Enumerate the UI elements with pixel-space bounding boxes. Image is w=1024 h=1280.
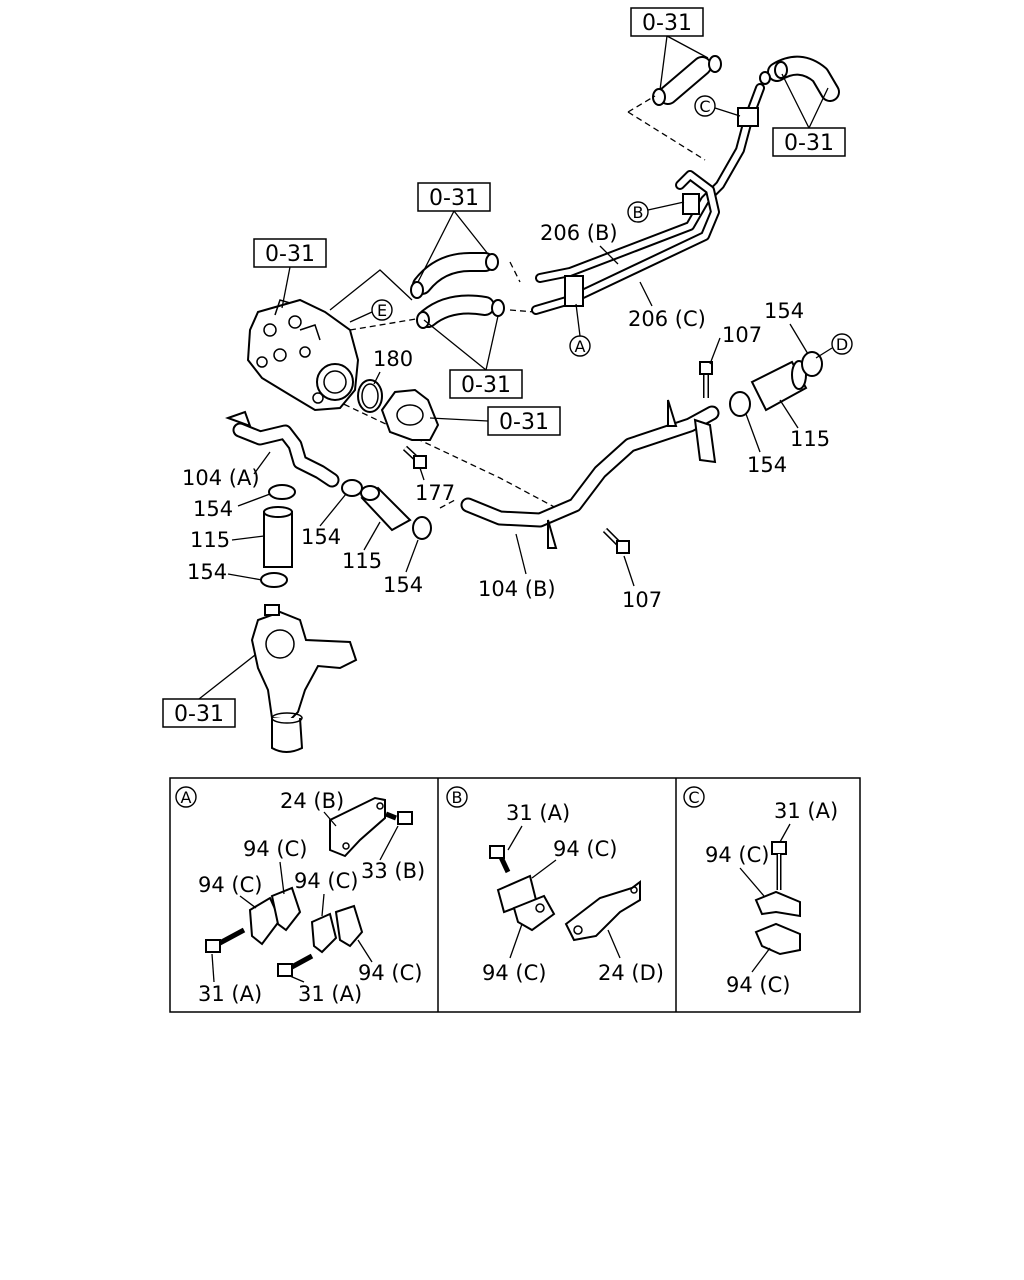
clamp-154-mid-right	[412, 516, 432, 540]
svg-text:0-31: 0-31	[461, 373, 511, 398]
bolt-107-upper	[699, 361, 713, 398]
detail-b-label-94c-top: 94 (C)	[553, 837, 617, 861]
gasket-180	[357, 379, 383, 413]
detail-a-label-31a-2: 31 (A)	[298, 982, 362, 1006]
label-104b: 104 (B)	[478, 577, 556, 601]
detail-a-label-94c-1: 94 (C)	[243, 837, 307, 861]
detail-c-label-31a: 31 (A)	[774, 799, 838, 823]
svg-text:0-31: 0-31	[784, 131, 834, 156]
pipe-104a	[225, 410, 340, 488]
lower-hose	[416, 294, 505, 329]
svg-text:C: C	[699, 97, 710, 116]
ref-box-thermostat: 0-31	[429, 406, 561, 436]
clamp-b	[682, 193, 700, 215]
detail-a-label-94c-4: 94 (C)	[358, 961, 422, 985]
detail-c-label-94c-top: 94 (C)	[705, 843, 769, 867]
hose-115-middle	[360, 485, 412, 532]
clamp-154-mid-left	[341, 479, 363, 497]
label-154-mid-left: 154	[301, 525, 341, 549]
detail-b: B 31 (A) 94 (C) 94 (C) 24 (D)	[446, 786, 664, 985]
svg-text:B: B	[633, 203, 644, 222]
svg-text:0-31: 0-31	[642, 11, 692, 36]
clamp-154-right-lower	[729, 391, 751, 417]
circle-ref-e: E	[349, 299, 393, 323]
label-104a: 104 (A)	[182, 466, 260, 490]
bolt-107-lower	[602, 527, 630, 554]
bolt-177	[402, 445, 427, 469]
svg-text:0-31: 0-31	[429, 186, 479, 211]
engine-housing	[246, 298, 360, 412]
svg-text:E: E	[377, 301, 387, 320]
detail-a-label-94c-2: 94 (C)	[198, 873, 262, 897]
label-115-middle: 115	[342, 549, 382, 573]
label-154-right-lower: 154	[747, 453, 787, 477]
detail-a-label-33b: 33 (B)	[361, 859, 425, 883]
label-206b: 206 (B)	[540, 221, 618, 245]
circle-ref-c: C	[694, 95, 741, 117]
label-107-lower: 107	[622, 588, 662, 612]
hose-115-left	[263, 506, 293, 568]
svg-text:0-31: 0-31	[265, 242, 315, 267]
ref-box-hoses-lower: 0-31	[423, 315, 523, 399]
pipe-104b	[460, 399, 720, 549]
detail-a-label-31a-1: 31 (A)	[198, 982, 262, 1006]
label-154-right-upper: 154	[764, 299, 804, 323]
detail-b-marker: B	[452, 788, 463, 807]
label-154-mid-right: 154	[383, 573, 423, 597]
label-115-right: 115	[790, 427, 830, 451]
circle-ref-b: B	[627, 201, 685, 223]
label-206c: 206 (C)	[628, 307, 706, 331]
detail-c-label-94c-bottom: 94 (C)	[726, 973, 790, 997]
detail-a: A 24 (B) 33 (B) 94 (C) 94 (C) 94 (C) 94 …	[175, 786, 425, 1006]
detail-a-label-24b: 24 (B)	[280, 789, 344, 813]
ref-box-engine: 0-31	[253, 238, 327, 309]
thermostat-cover	[380, 388, 440, 441]
hose-115-right	[750, 360, 808, 412]
detail-c-marker: C	[688, 788, 699, 807]
label-154-left-bottom: 154	[187, 560, 227, 584]
detail-a-marker: A	[181, 788, 192, 807]
water-outlet	[250, 604, 358, 753]
upper-hose	[410, 252, 499, 299]
label-115-left: 115	[190, 528, 230, 552]
svg-text:0-31: 0-31	[499, 410, 549, 435]
detail-b-label-31a: 31 (A)	[506, 801, 570, 825]
ref-box-hoses-upper: 0-31	[417, 182, 491, 283]
detail-panels-frame	[169, 777, 861, 1013]
ref-box-top: 0-31	[630, 7, 709, 91]
circle-ref-d: D	[815, 333, 853, 359]
clamp-154-left-bottom	[260, 572, 288, 588]
ref-box-outlet: 0-31	[162, 654, 256, 728]
detail-c: C 31 (A) 94 (C) 94 (C)	[683, 786, 838, 997]
label-177: 177	[415, 481, 455, 505]
clamp-a	[564, 275, 584, 307]
top-hose-segment	[652, 55, 722, 106]
detail-b-label-24d: 24 (D)	[598, 961, 664, 985]
detail-b-label-94c-bottom: 94 (C)	[482, 961, 546, 985]
svg-text:0-31: 0-31	[174, 702, 224, 727]
clamp-154-left-top	[268, 484, 296, 500]
svg-text:D: D	[836, 335, 848, 354]
circle-ref-a: A	[569, 303, 591, 357]
detail-a-label-94c-3: 94 (C)	[294, 869, 358, 893]
label-180: 180	[373, 347, 413, 371]
pipe-206b	[535, 83, 765, 283]
top-right-hose-elbow	[759, 55, 840, 102]
label-154-left-top: 154	[193, 497, 233, 521]
label-107-upper: 107	[722, 323, 762, 347]
ref-box-top-right: 0-31	[772, 73, 846, 157]
clamp-c	[737, 107, 759, 127]
svg-text:A: A	[575, 337, 586, 356]
